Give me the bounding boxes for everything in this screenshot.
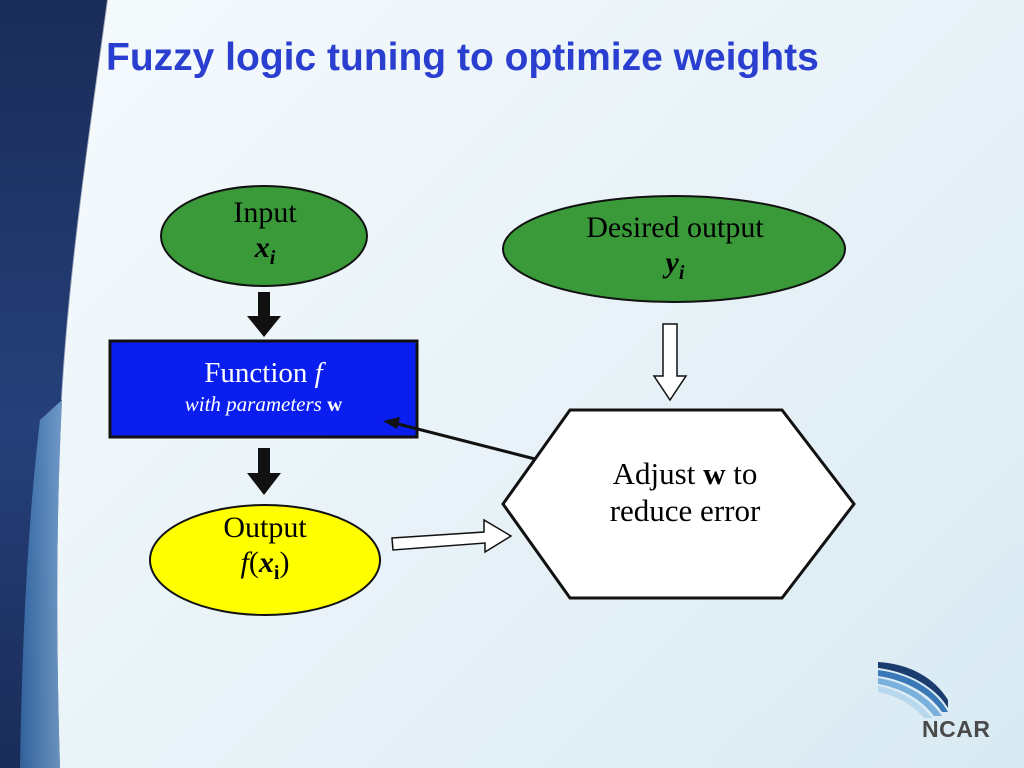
input-label: Input xyxy=(233,196,297,229)
input-variable: xi xyxy=(254,231,276,270)
adjust-line2: reduce error xyxy=(609,492,761,528)
desired-output-node xyxy=(502,195,846,303)
output-label: Output xyxy=(223,511,307,544)
adjust-line1: Adjust w to xyxy=(612,456,758,491)
output-label-group: Output f(xi) xyxy=(180,510,350,587)
output-node xyxy=(149,504,381,616)
adjust-node xyxy=(501,408,856,600)
adjust-label-group: Adjust w to reduce error xyxy=(560,456,810,529)
arrow-desired-to-adjust xyxy=(652,323,688,402)
arrow-input-to-function xyxy=(247,292,281,337)
output-expression: f(xi) xyxy=(240,546,290,585)
ncar-logo-text: NCAR xyxy=(922,716,991,742)
feedback-arrowhead xyxy=(383,417,400,429)
desired-output-variable: yi xyxy=(665,246,685,285)
function-label: Function f xyxy=(204,357,323,389)
desired-output-label: Desired output xyxy=(586,211,764,244)
function-node xyxy=(108,339,419,439)
slide-title: Fuzzy logic tuning to optimize weights xyxy=(106,36,819,79)
ncar-swoosh-icon xyxy=(878,662,948,718)
input-node xyxy=(160,185,368,287)
arrow-function-to-output xyxy=(247,448,281,495)
left-decorative-band xyxy=(0,0,109,768)
input-label-group: Input xi xyxy=(200,195,330,272)
feedback-line xyxy=(397,422,536,461)
function-params: with parameters w xyxy=(184,392,343,417)
desired-output-label-group: Desired output yi xyxy=(540,210,810,287)
function-label-group: Function f with parameters w xyxy=(110,356,417,417)
arrow-output-to-adjust xyxy=(391,518,513,554)
